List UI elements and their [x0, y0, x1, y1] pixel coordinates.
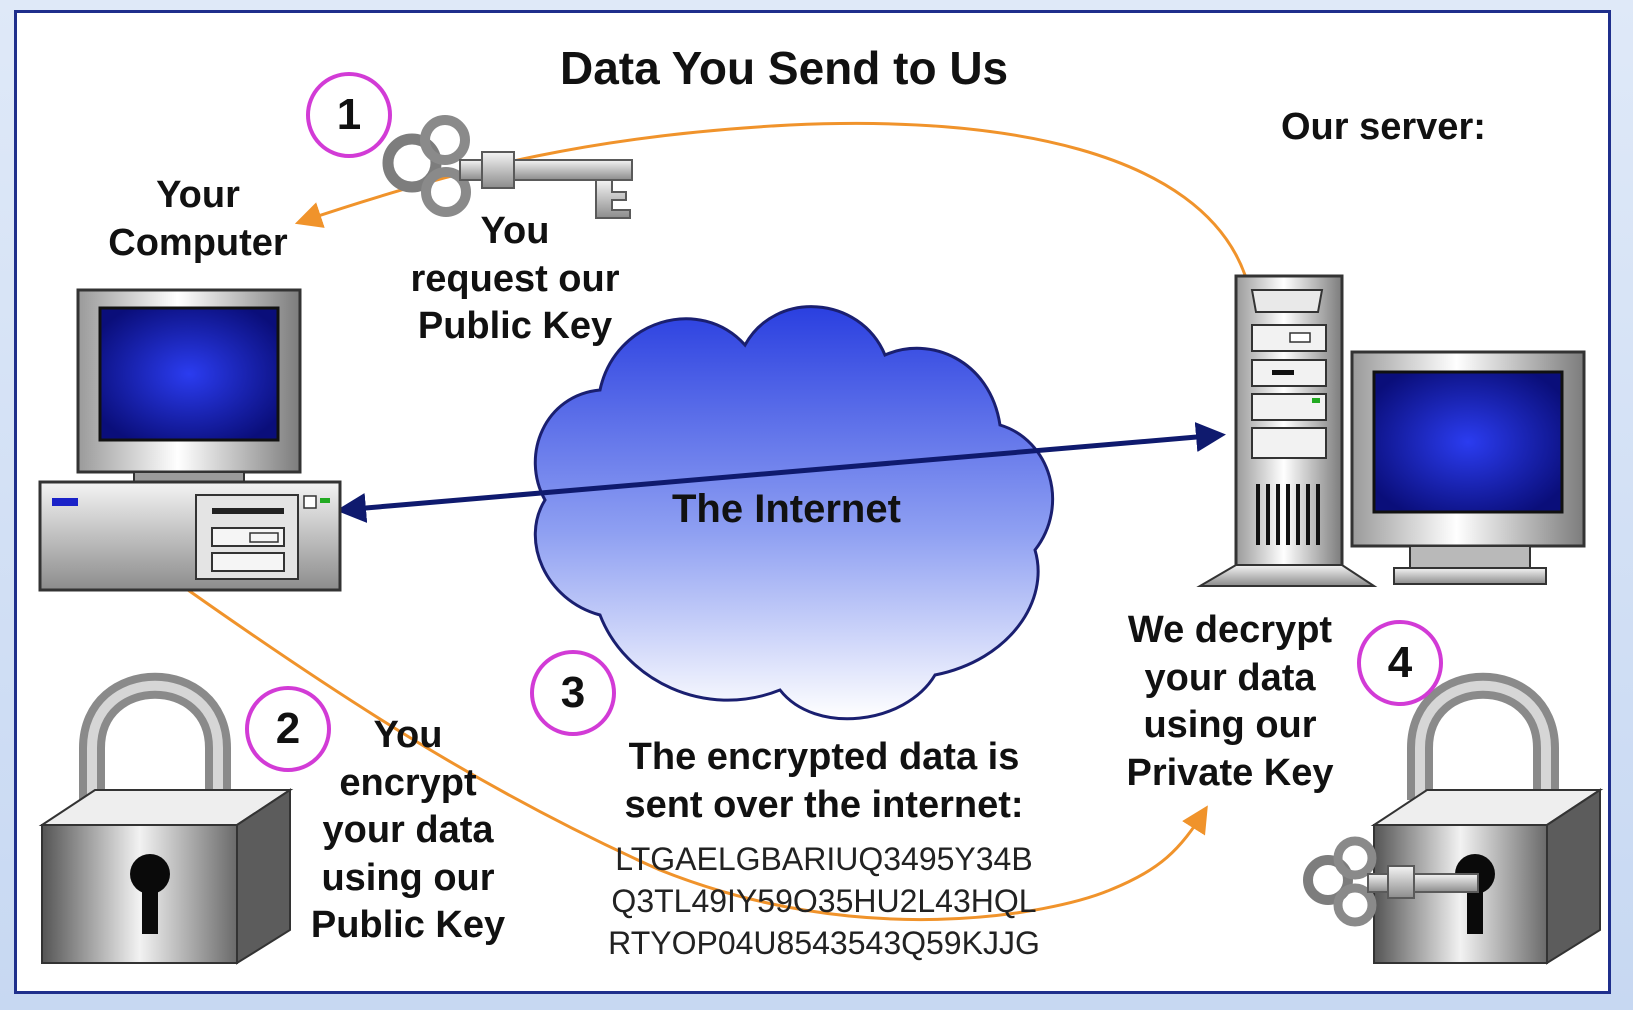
your-computer-label: Your Computer [108, 174, 288, 264]
cipher-line: RTYOP04U8543543Q59KJJG [608, 925, 1040, 962]
internet-exchange-arrow [336, 422, 1226, 523]
step2-description: You encrypt your data using our Public K… [310, 714, 506, 946]
encrypted-data-arrow [187, 588, 1208, 922]
our-server-label: Our server: [1281, 106, 1486, 148]
step-2-badge: 2 [245, 686, 331, 772]
encrypted-text: LTGAELGBARIUQ3495Y34B Q3TL49IY59O35HU2L4… [584, 838, 1064, 965]
step-3-badge: 3 [530, 650, 616, 736]
monitor-icon [1350, 350, 1586, 585]
step4-description: We decrypt your data using our Private K… [1126, 609, 1334, 794]
internet-label: The Internet [672, 487, 901, 531]
step-1-badge: 1 [306, 72, 392, 158]
step3-description: The encrypted data is sent over the inte… [624, 736, 1024, 826]
step-4-badge: 4 [1357, 620, 1443, 706]
cipher-line: Q3TL49IY59O35HU2L43HQL [611, 883, 1037, 920]
step1-description: You request our Public Key [410, 210, 620, 347]
server-tower-icon [1196, 274, 1378, 587]
padlock-with-key-icon [1303, 672, 1604, 965]
diagram-title: Data You Send to Us [560, 42, 1009, 94]
cipher-line: LTGAELGBARIUQ3495Y34B [615, 841, 1033, 877]
key-icon [382, 115, 633, 219]
padlock-icon [38, 672, 294, 965]
desktop-computer-icon [38, 288, 342, 592]
